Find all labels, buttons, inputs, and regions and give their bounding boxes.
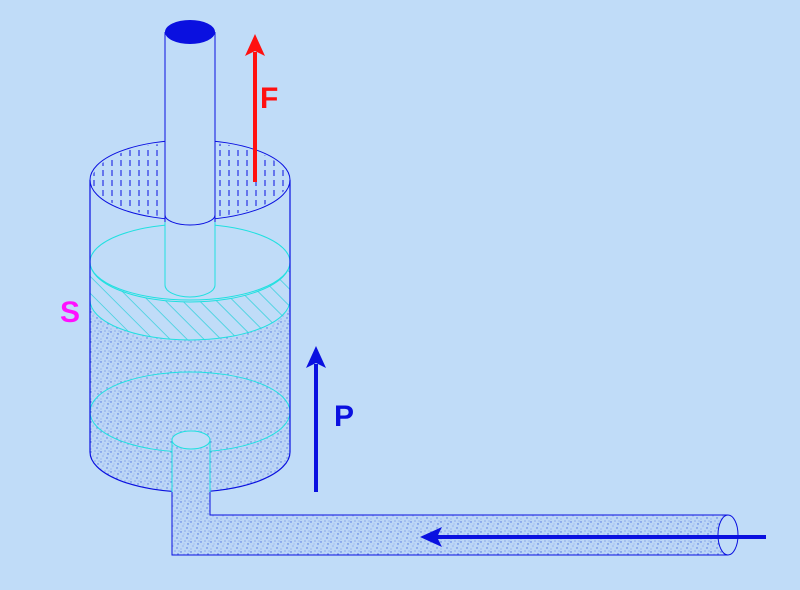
force-label: F (260, 82, 278, 115)
piston-rod-lower (164, 215, 216, 298)
pressure-arrow (306, 346, 326, 492)
inlet-pipe (171, 430, 739, 556)
pipe-inlet-top (171, 430, 211, 450)
pressure-label: P (334, 400, 354, 433)
force-arrow (245, 34, 265, 182)
rod-cap (165, 20, 215, 44)
piston-rod (164, 20, 216, 226)
surface-label: S (60, 296, 80, 329)
flow-arrow (420, 527, 766, 547)
